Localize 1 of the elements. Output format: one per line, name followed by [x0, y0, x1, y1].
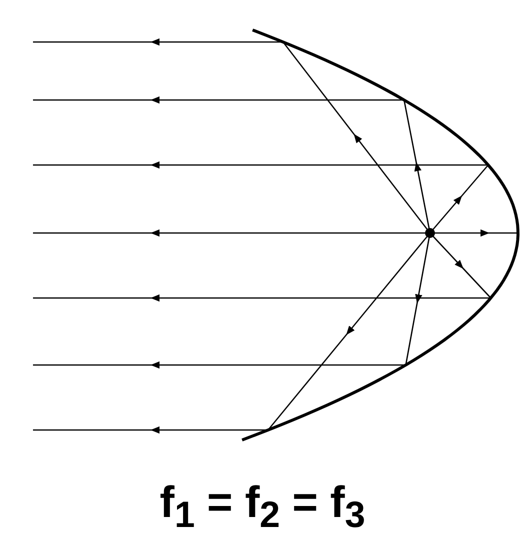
formula-caption: f$_{1}$ = f$_{2}$ = f$_{3}$	[160, 478, 366, 527]
